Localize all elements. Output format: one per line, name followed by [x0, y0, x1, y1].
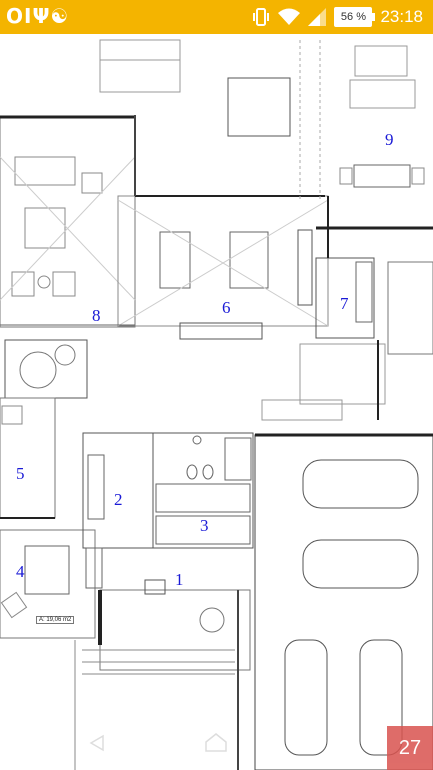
signal-icon	[308, 8, 327, 26]
notification-icons: ΟΙΨ☯	[6, 4, 70, 28]
room-number-1: 1	[175, 570, 184, 589]
wifi-icon	[278, 8, 301, 25]
floor-plan[interactable]	[0, 34, 433, 770]
room-number-6: 6	[222, 298, 231, 317]
home-icon[interactable]	[204, 732, 228, 752]
area-label: A: 19,06 m2	[36, 616, 75, 624]
room-number-3: 3	[200, 516, 209, 535]
room-number-9: 9	[385, 130, 394, 149]
vibrate-icon	[253, 8, 270, 26]
room-number-4: 4	[16, 562, 25, 581]
page-number-badge[interactable]: 27	[387, 726, 433, 770]
clock: 23:18	[380, 7, 423, 26]
room-number-7: 7	[340, 294, 349, 313]
status-right: 56 % 23:18	[252, 0, 423, 34]
room-number-8: 8	[92, 306, 101, 325]
status-bar: ΟΙΨ☯ 56 % 23:18	[0, 0, 433, 34]
room-number-5: 5	[16, 464, 25, 483]
battery-icon: 56 %	[334, 7, 376, 27]
back-triangle-icon[interactable]	[88, 734, 106, 752]
room-number-2: 2	[114, 490, 123, 509]
